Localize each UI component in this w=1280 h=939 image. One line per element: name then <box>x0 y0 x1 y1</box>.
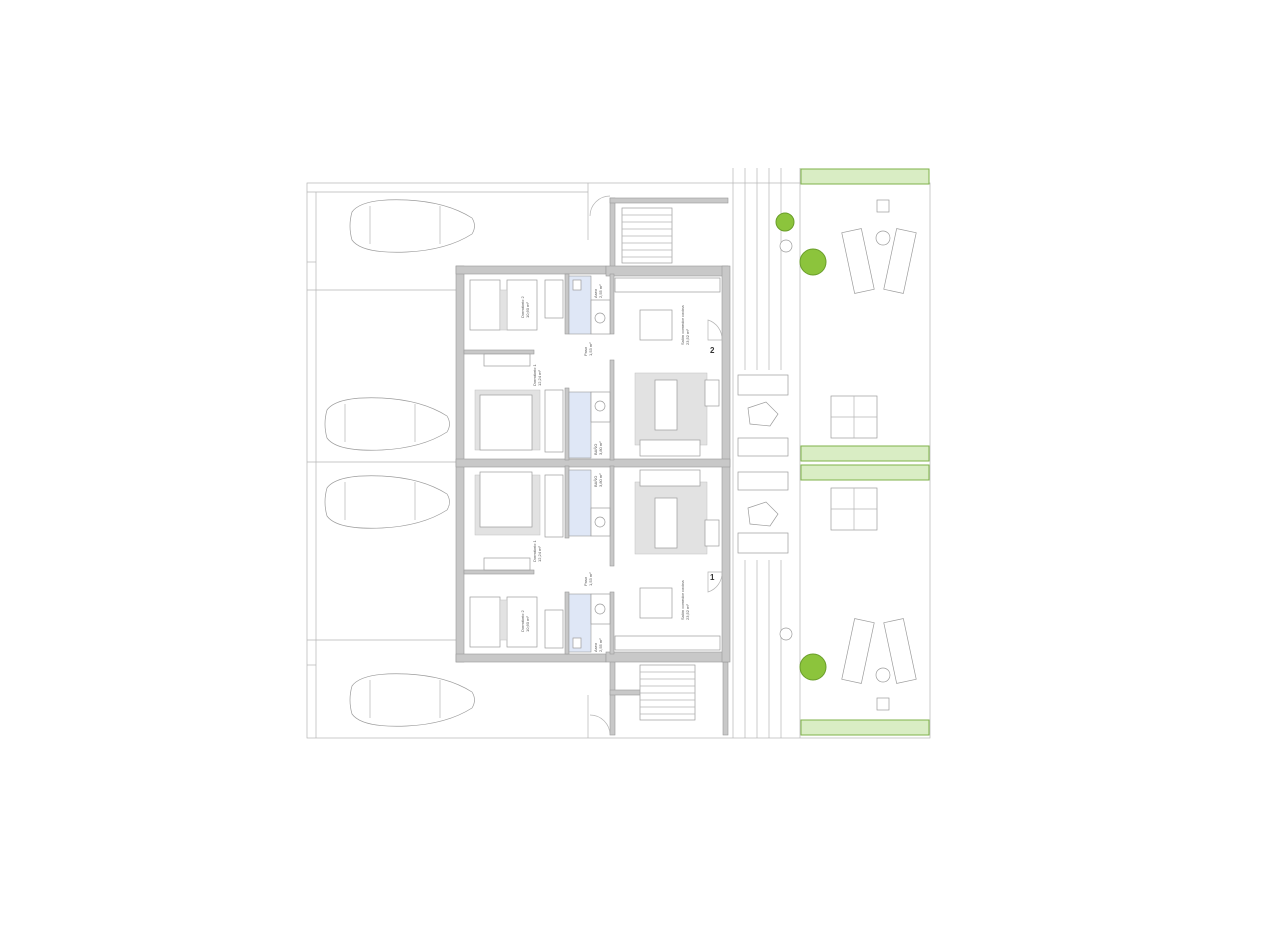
terrace <box>732 168 801 738</box>
room-name: Paso <box>583 576 588 586</box>
sun-lounger-icon <box>841 199 917 294</box>
unit-2-labels: Dormitorio 210,60 m² Dormitorio 112,24 m… <box>520 284 715 455</box>
room-name: BAÑO <box>593 444 598 455</box>
svg-text:Salón comedor cocina23,52 m²: Salón comedor cocina23,52 m² <box>680 305 690 345</box>
dining-table-icon <box>830 487 878 531</box>
svg-text:Paso1,53 m²: Paso1,53 m² <box>583 342 593 356</box>
room-name: Paso <box>583 346 588 356</box>
room-name: Dormitorio 2 <box>520 295 525 318</box>
car-icon <box>324 475 450 529</box>
svg-text:Dormitorio 210,60 m²: Dormitorio 210,60 m² <box>520 609 530 632</box>
room-name: Salón comedor cocina <box>680 305 685 345</box>
car-icon <box>349 199 475 253</box>
hedge <box>800 719 930 736</box>
room-name: Dormitorio 1 <box>532 363 537 386</box>
unit-number: 1 <box>710 573 715 582</box>
svg-text:BAÑO3,80 m²: BAÑO3,80 m² <box>593 441 603 455</box>
tree-icon <box>775 212 795 232</box>
svg-text:Aseo2,55 m²: Aseo2,55 m² <box>593 284 603 298</box>
furniture <box>469 277 723 651</box>
tree-icon <box>799 248 827 276</box>
wet-areas <box>568 275 611 653</box>
staircase-top <box>589 195 729 269</box>
room-name: Aseo <box>593 288 598 298</box>
room-name: Aseo <box>593 642 598 652</box>
room-name: Salón comedor cocina <box>680 580 685 620</box>
svg-text:Salón comedor cocina23,52 m²: Salón comedor cocina23,52 m² <box>680 580 690 620</box>
svg-text:BAÑO3,80 m²: BAÑO3,80 m² <box>593 473 603 487</box>
car-icon <box>349 673 475 727</box>
car-icon <box>324 397 450 451</box>
garden <box>775 168 930 736</box>
svg-text:Aseo2,55 m²: Aseo2,55 m² <box>593 638 603 652</box>
svg-text:Dormitorio 112,24 m²: Dormitorio 112,24 m² <box>532 363 542 386</box>
hedge <box>800 168 930 185</box>
sun-lounger-icon <box>841 618 917 711</box>
parking-spaces <box>324 199 475 727</box>
dining-table-icon <box>830 395 878 439</box>
staircase-bottom <box>589 659 729 736</box>
hedge <box>800 464 930 481</box>
room-name: Dormitorio 2 <box>520 609 525 632</box>
site-outline <box>306 182 931 739</box>
unit-number: 2 <box>710 346 715 355</box>
tree-icon <box>799 653 827 681</box>
svg-text:Dormitorio 210,60 m²: Dormitorio 210,60 m² <box>520 295 530 318</box>
building-walls <box>455 265 731 663</box>
svg-text:Dormitorio 112,24 m²: Dormitorio 112,24 m² <box>532 539 542 562</box>
room-name: Dormitorio 1 <box>532 539 537 562</box>
hedge <box>800 445 930 462</box>
unit-1-labels: Dormitorio 210,60 m² Dormitorio 112,24 m… <box>520 473 715 652</box>
room-name: BAÑO <box>593 476 598 487</box>
svg-text:Paso1,53 m²: Paso1,53 m² <box>583 572 593 586</box>
